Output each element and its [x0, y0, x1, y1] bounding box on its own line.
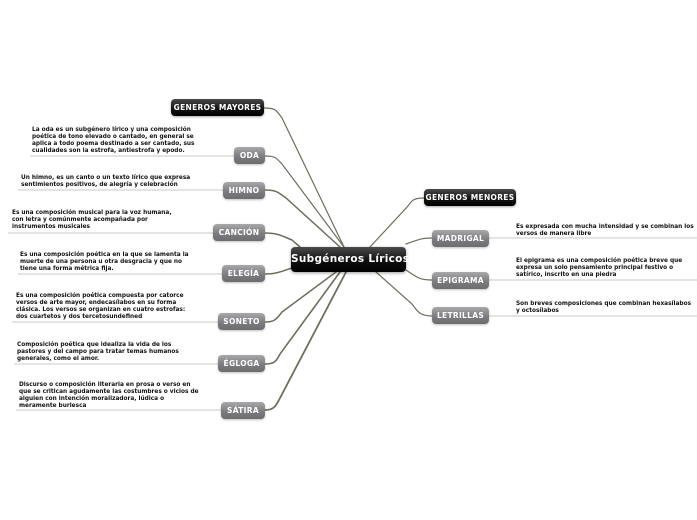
cancion-label: CANCIÓN — [218, 228, 260, 237]
oda-label: ODA — [239, 151, 260, 160]
elegia-note: Es una composición poética en la que se … — [20, 252, 189, 272]
epigrama-node[interactable]: EPIGRAMA — [432, 272, 489, 289]
madrigal-note: Es expresada con mucha intensidad y se c… — [516, 224, 694, 237]
satira-label: SÁTIRA — [227, 406, 259, 415]
elegia-label: ELEGÍA — [227, 269, 260, 278]
generos-mayores-node[interactable]: GENEROS MAYORES — [171, 99, 264, 116]
himno-note: Un himno, es un canto o un texto lírico … — [21, 175, 191, 188]
epigrama-label: EPIGRAMA — [437, 276, 484, 285]
elegia-node[interactable]: ELEGÍA — [222, 265, 265, 282]
cancion-note: Es una composición musical para la voz h… — [12, 210, 172, 230]
generos-menores-node[interactable]: GENEROS MENORES — [424, 189, 516, 206]
himno-label: HIMNO — [228, 186, 260, 195]
madrigal-label: MADRIGAL — [436, 234, 485, 243]
central-topic-node[interactable]: Subgéneros Líricos — [291, 247, 410, 272]
soneto-node[interactable]: SONETO — [218, 313, 265, 330]
cancion-node[interactable]: CANCIÓN — [213, 224, 265, 241]
egloga-node[interactable]: ÉGLOGA — [218, 355, 265, 372]
egloga-note: Composición poética que idealiza la vida… — [17, 342, 179, 362]
central-topic-label: Subgéneros Líricos — [291, 253, 410, 265]
oda-note: La oda es un subgénero lírico y una comp… — [32, 127, 195, 154]
letrillas-node[interactable]: LETRILLAS — [432, 307, 489, 324]
soneto-note: Es una composición poética compuesta por… — [16, 293, 186, 320]
generos-menores-label: GENEROS MENORES — [425, 193, 515, 202]
egloga-label: ÉGLOGA — [223, 359, 260, 368]
generos-mayores-label: GENEROS MAYORES — [173, 103, 262, 112]
letrillas-label: LETRILLAS — [436, 311, 485, 320]
soneto-label: SONETO — [223, 317, 260, 326]
oda-node[interactable]: ODA — [234, 147, 265, 164]
epigrama-note: El epigrama es una composición poética b… — [516, 258, 683, 278]
himno-node[interactable]: HIMNO — [223, 182, 265, 199]
madrigal-node[interactable]: MADRIGAL — [432, 230, 489, 247]
letrillas-note: Son breves composiciones que combinan he… — [516, 301, 692, 314]
satira-node[interactable]: SÁTIRA — [221, 402, 265, 419]
satira-note: Discurso o composición literaria en pros… — [19, 382, 199, 409]
